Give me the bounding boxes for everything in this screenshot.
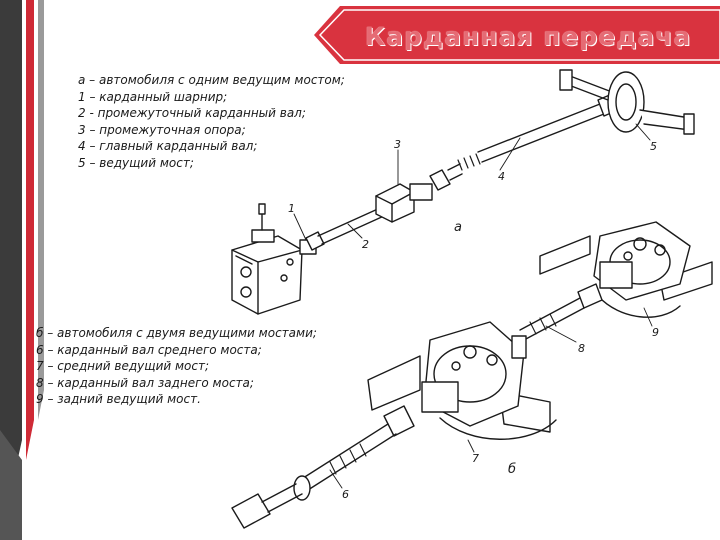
gearbox-drawing <box>231 203 303 315</box>
legend-item: 4 – главный карданный вал; <box>78 139 258 154</box>
legend-item: б – автомобиля с двумя ведущими мостами; <box>36 326 317 340</box>
middle-drive-axle-drawing <box>367 321 557 440</box>
rear-axle-shaft-drawing <box>519 283 603 341</box>
figure-b-label: б <box>508 462 517 477</box>
left-decorative-stripes <box>0 0 44 540</box>
middle-axle-shaft-drawing <box>231 405 415 529</box>
legend-item: 7 – средний ведущий мост; <box>36 359 210 374</box>
legend-item: 2 - промежуточный карданный вал; <box>78 106 306 121</box>
legend-single-axle: а – автомобиля с одним ведущим мостом; 1… <box>78 72 345 172</box>
callout-6: 6 <box>342 488 349 501</box>
figure-a-leader-lines <box>293 123 651 241</box>
legend-item: 3 – промежуточная опора; <box>78 122 246 137</box>
drive-axle-drawing <box>559 69 695 135</box>
main-shaft-drawing <box>447 93 619 181</box>
intermediate-support-drawing <box>375 169 451 223</box>
callout-7: 7 <box>472 452 479 465</box>
slide-title: Карданная передача <box>364 21 692 51</box>
callout-2: 2 <box>362 238 369 251</box>
callout-3: 3 <box>394 138 401 151</box>
title-banner <box>314 6 720 64</box>
legend-item: 1 – карданный шарнир; <box>78 89 228 104</box>
figure-b-leader-lines <box>329 307 653 489</box>
legend-item: а – автомобиля с одним ведущим мостом; <box>78 73 345 87</box>
callout-4: 4 <box>498 170 505 183</box>
legend-item: 8 – карданный вал заднего моста; <box>36 375 254 390</box>
callout-5: 5 <box>650 140 657 153</box>
callout-8: 8 <box>578 342 585 355</box>
callout-1: 1 <box>288 202 295 215</box>
legend-item: 6 – карданный вал среднего моста; <box>36 342 262 357</box>
intermediate-shaft-drawing <box>317 207 385 245</box>
legend-two-axles: б – автомобиля с двумя ведущими мостами;… <box>36 325 317 408</box>
legend-item: 5 – ведущий мост; <box>78 155 194 170</box>
legend-item: 9 – задний ведущий мост. <box>36 392 201 407</box>
callout-9: 9 <box>652 326 659 339</box>
cardan-joint-1-drawing <box>299 231 325 255</box>
figure-a-label: а <box>454 220 462 235</box>
rear-drive-axle-drawing <box>539 221 713 318</box>
